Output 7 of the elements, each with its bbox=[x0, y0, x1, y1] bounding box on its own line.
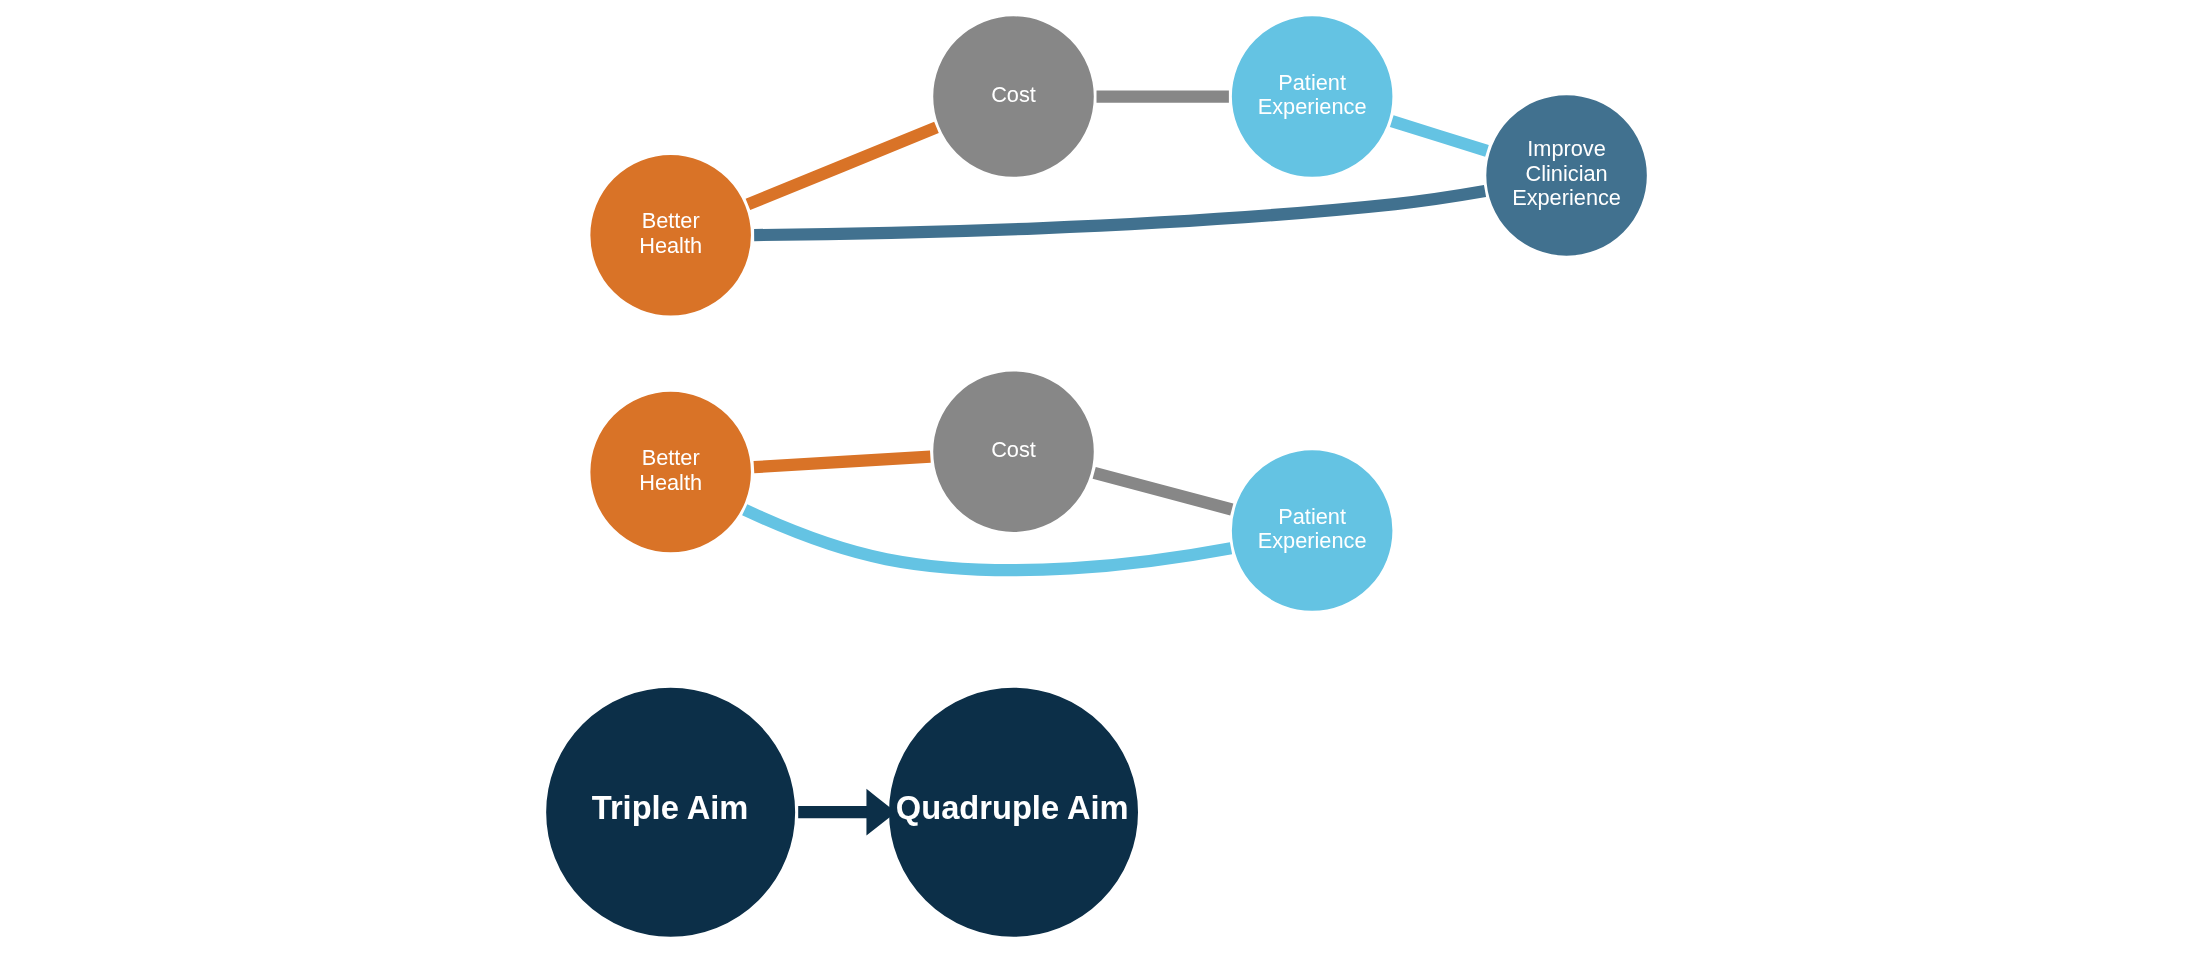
connector bbox=[745, 121, 939, 211]
connector bbox=[1389, 115, 1489, 157]
connector bbox=[753, 450, 931, 474]
connector bbox=[1092, 466, 1233, 516]
connector bbox=[753, 185, 1486, 242]
connector bbox=[741, 504, 1232, 577]
connector bbox=[1096, 90, 1229, 103]
